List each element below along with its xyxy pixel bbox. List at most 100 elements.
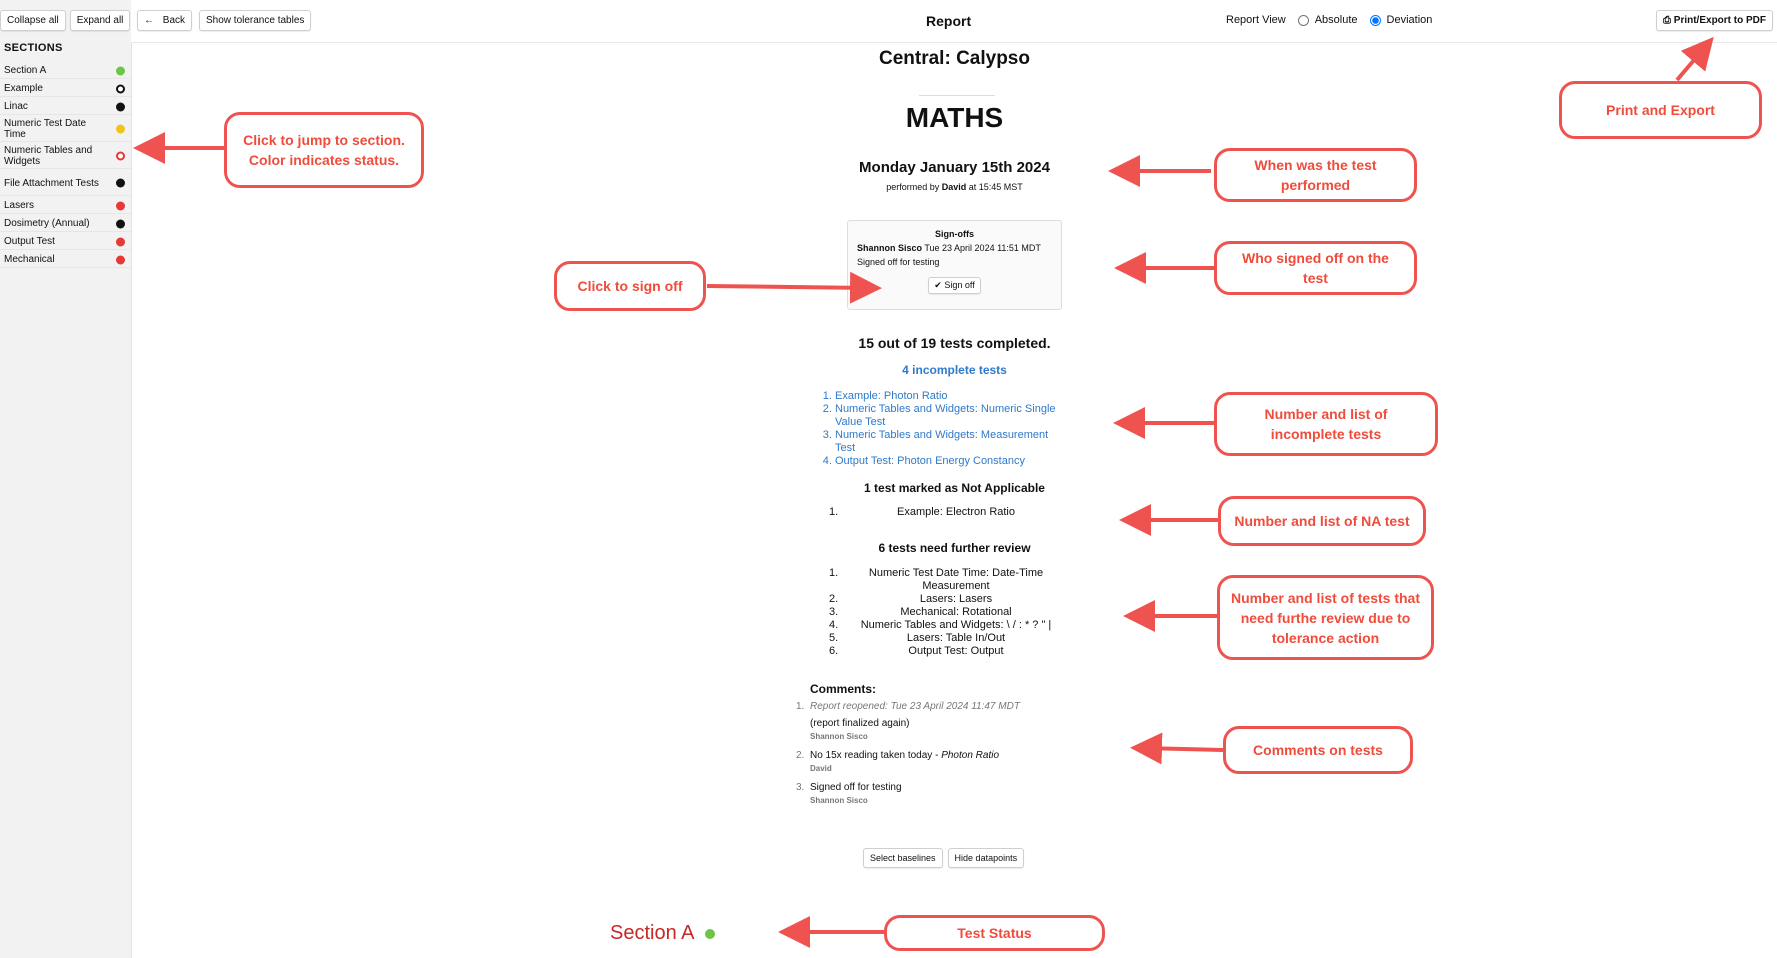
print-export-button[interactable]: ⎙ Print/Export to PDF (1656, 10, 1774, 31)
test-list-name: MATHS (905, 102, 1004, 133)
incomplete-test-link[interactable]: Output Test: Photon Energy Constancy (835, 455, 1071, 468)
annotation-comments: Comments on tests (1223, 726, 1413, 774)
comment-number: 2. (796, 750, 805, 761)
checkmark-icon: ✔ (934, 280, 942, 290)
comment-author: Shannon Sisco (810, 796, 868, 805)
sidebar-item[interactable]: Linac (0, 99, 131, 115)
section-title: Section A (610, 922, 695, 944)
printer-icon: ⎙ (1663, 15, 1671, 26)
section-a-heading: Section A (610, 922, 715, 945)
annotation-na: Number and list of NA test (1218, 496, 1426, 546)
sidebar-item[interactable]: Numeric Test Date Time (0, 117, 131, 142)
sidebar-item[interactable]: Lasers (0, 198, 131, 214)
comment-text: Report reopened: Tue 23 April 2024 11:47… (810, 701, 1076, 712)
comment-author: David (810, 764, 832, 773)
select-baselines-button[interactable]: Select baselines (863, 848, 943, 868)
status-dot-icon (116, 124, 125, 134)
review-heading: 6 tests need further review (878, 541, 1031, 555)
list-number: 3. (829, 606, 839, 618)
comment-number: 1. (796, 701, 805, 712)
list-number: 5. (829, 632, 839, 644)
sign-off-button[interactable]: ✔ Sign off (928, 277, 981, 294)
comment-test-name: Photon Ratio (941, 750, 1000, 761)
divider (919, 95, 995, 96)
review-test-item: 1.Numeric Test Date Time: Date-Time Meas… (821, 567, 1071, 593)
review-test-item-text: Numeric Test Date Time: Date-Time Measur… (868, 567, 1044, 592)
hide-datapoints-button[interactable]: Hide datapoints (947, 848, 1025, 868)
status-dot-icon (116, 255, 125, 264)
performed-by: performed by David at 15:45 MST (132, 182, 1777, 192)
completed-count: 15 out of 19 tests completed. (858, 335, 1051, 351)
sidebar-item-label: Lasers (4, 200, 35, 211)
deviation-radio[interactable] (1369, 14, 1381, 26)
review-test-item-text: Output Test: Output (908, 645, 1004, 657)
report-view-label: Report View (1226, 14, 1286, 26)
na-heading: 1 test marked as Not Applicable (864, 481, 1045, 495)
arrow-print (1675, 36, 1714, 82)
comment-extra: (report finalized again) (810, 718, 910, 729)
signoff-note: Signed off for testing (857, 257, 940, 267)
arrow-comments (1130, 732, 1224, 765)
incomplete-tests-link[interactable]: 4 incomplete tests (902, 363, 1007, 377)
sidebar-item[interactable]: Section A (0, 63, 131, 79)
list-number: 4. (829, 619, 839, 631)
list-number: 1. (829, 506, 839, 518)
signoff-time: Tue 23 April 2024 11:51 MDT (924, 243, 1041, 253)
arrow-signoff (706, 271, 882, 304)
sidebar-item[interactable]: Output Test (0, 234, 131, 250)
incomplete-test-link[interactable]: Example: Photon Ratio (835, 390, 1071, 403)
sidebar-item[interactable]: Dosimetry (Annual) (0, 216, 131, 232)
back-button[interactable]: ← Back (137, 10, 193, 31)
comment-body: Signed off for testing (810, 782, 902, 793)
sidebar-item[interactable]: Mechanical (0, 252, 131, 268)
sidebar-item-label: Output Test (4, 236, 55, 247)
sidebar-item[interactable]: Numeric Tables and Widgets (0, 144, 131, 169)
comment-text: No 15x reading taken today - Photon Rati… (810, 750, 1076, 761)
comments-list: 1. Report reopened: Tue 23 April 2024 11:… (796, 701, 1076, 814)
collapse-all-button[interactable]: Collapse all (0, 10, 66, 31)
review-test-item-text: Numeric Tables and Widgets: \ / : * ? " … (860, 619, 1052, 631)
sidebar-item-label: Section A (4, 65, 47, 76)
status-dot-icon (116, 178, 125, 188)
annotation-when: When was the test performed (1214, 148, 1417, 202)
unit-name: Central: Calypso (879, 48, 1030, 69)
sidebar: Collapse all Expand all SECTIONS Section… (0, 0, 132, 958)
incomplete-test-link[interactable]: Numeric Tables and Widgets: Numeric Sing… (835, 403, 1071, 429)
comments-heading: Comments: (810, 682, 877, 696)
na-test-item: 1.Example: Electron Ratio (821, 506, 1071, 518)
back-button-label: Back (162, 15, 186, 26)
signoff-name: Shannon Sisco (857, 243, 923, 253)
annotation-jump: Click to jump to section. Color indicate… (224, 112, 424, 188)
review-test-item: 5.Lasers: Table In/Out (821, 632, 1071, 645)
annotation-status: Test Status (884, 915, 1105, 951)
sidebar-item[interactable]: File Attachment Tests (0, 171, 131, 196)
review-test-item-text: Mechanical: Rotational (900, 606, 1012, 618)
review-test-item: 3. Mechanical: Rotational (821, 606, 1071, 619)
absolute-radio[interactable] (1297, 14, 1309, 26)
sidebar-item-label: Numeric Test Date Time (4, 118, 87, 140)
sidebar-item[interactable]: Example (0, 81, 131, 97)
absolute-label: Absolute (1314, 14, 1358, 26)
review-tests-list: 1.Numeric Test Date Time: Date-Time Meas… (821, 567, 1071, 658)
status-dot-icon (116, 102, 125, 111)
status-dot-icon (116, 237, 125, 246)
comment-author: Shannon Sisco (810, 732, 868, 741)
sidebar-item-label: Numeric Tables and Widgets (4, 145, 93, 167)
status-dot-icon (116, 201, 125, 210)
page-title: Report (926, 13, 972, 29)
sidebar-item-label: Example (4, 83, 43, 94)
sidebar-toolbar: Collapse all Expand all (0, 10, 131, 31)
show-tolerance-tables-button[interactable]: Show tolerance tables (199, 10, 312, 31)
status-dot-icon (704, 928, 715, 939)
status-dot-icon (116, 66, 125, 75)
signoffs-panel: Sign-offs Shannon Sisco Tue 23 April 202… (847, 220, 1062, 310)
expand-all-button[interactable]: Expand all (69, 10, 131, 31)
incomplete-test-link[interactable]: Numeric Tables and Widgets: Measurement … (835, 429, 1071, 455)
sidebar-item-label: File Attachment Tests (4, 177, 99, 189)
deviation-label: Deviation (1386, 14, 1433, 26)
sections-heading: SECTIONS (4, 42, 63, 54)
top-toolbar: ← Back Show tolerance tables Report Repo… (131, 0, 1777, 43)
list-number: 6. (829, 645, 839, 657)
